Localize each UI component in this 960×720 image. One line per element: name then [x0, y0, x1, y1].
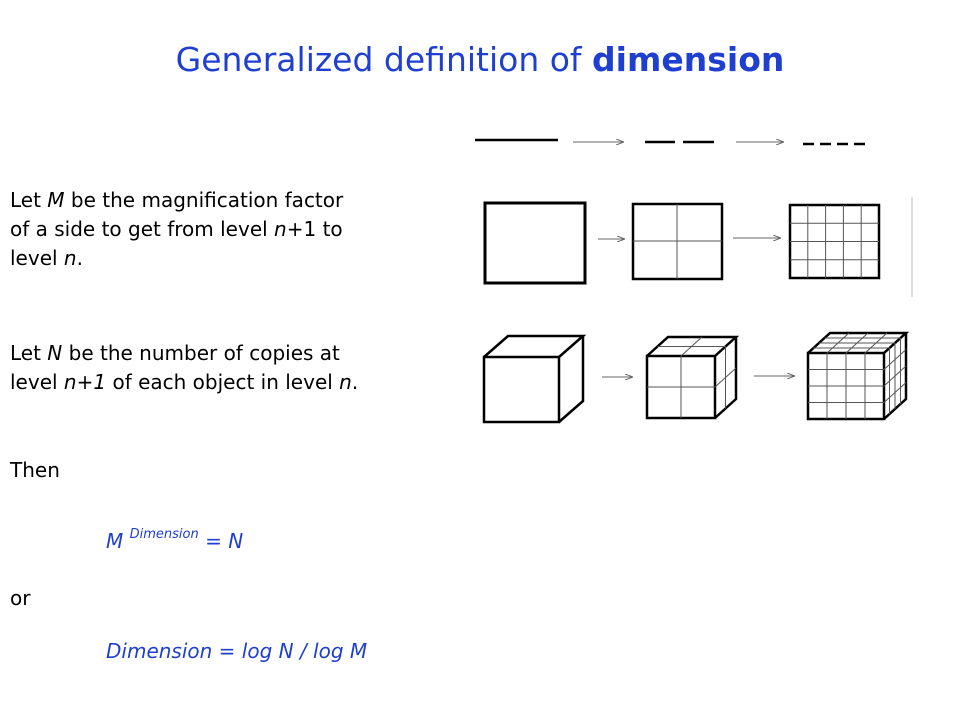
dimension-illustration: [475, 138, 913, 424]
then-label: Then: [10, 458, 60, 482]
squares-arrows: [598, 238, 781, 239]
title-bold: dimension: [592, 40, 785, 79]
slide-title: Generalized definition of dimension: [175, 40, 785, 79]
segments-row: [475, 138, 865, 146]
cubes-arrows: [602, 376, 795, 377]
cubes-grid: [647, 332, 907, 419]
or-label: or: [10, 586, 31, 610]
magnification-paragraph: Let M be the magnification factor of a s…: [10, 188, 344, 270]
copies-paragraph: Let N be the number of copies at level n…: [10, 341, 359, 394]
formula-log: Dimension = log N / log M: [106, 639, 368, 663]
squares-row: [483, 197, 913, 297]
formula-power: M Dimension = N: [106, 527, 244, 553]
